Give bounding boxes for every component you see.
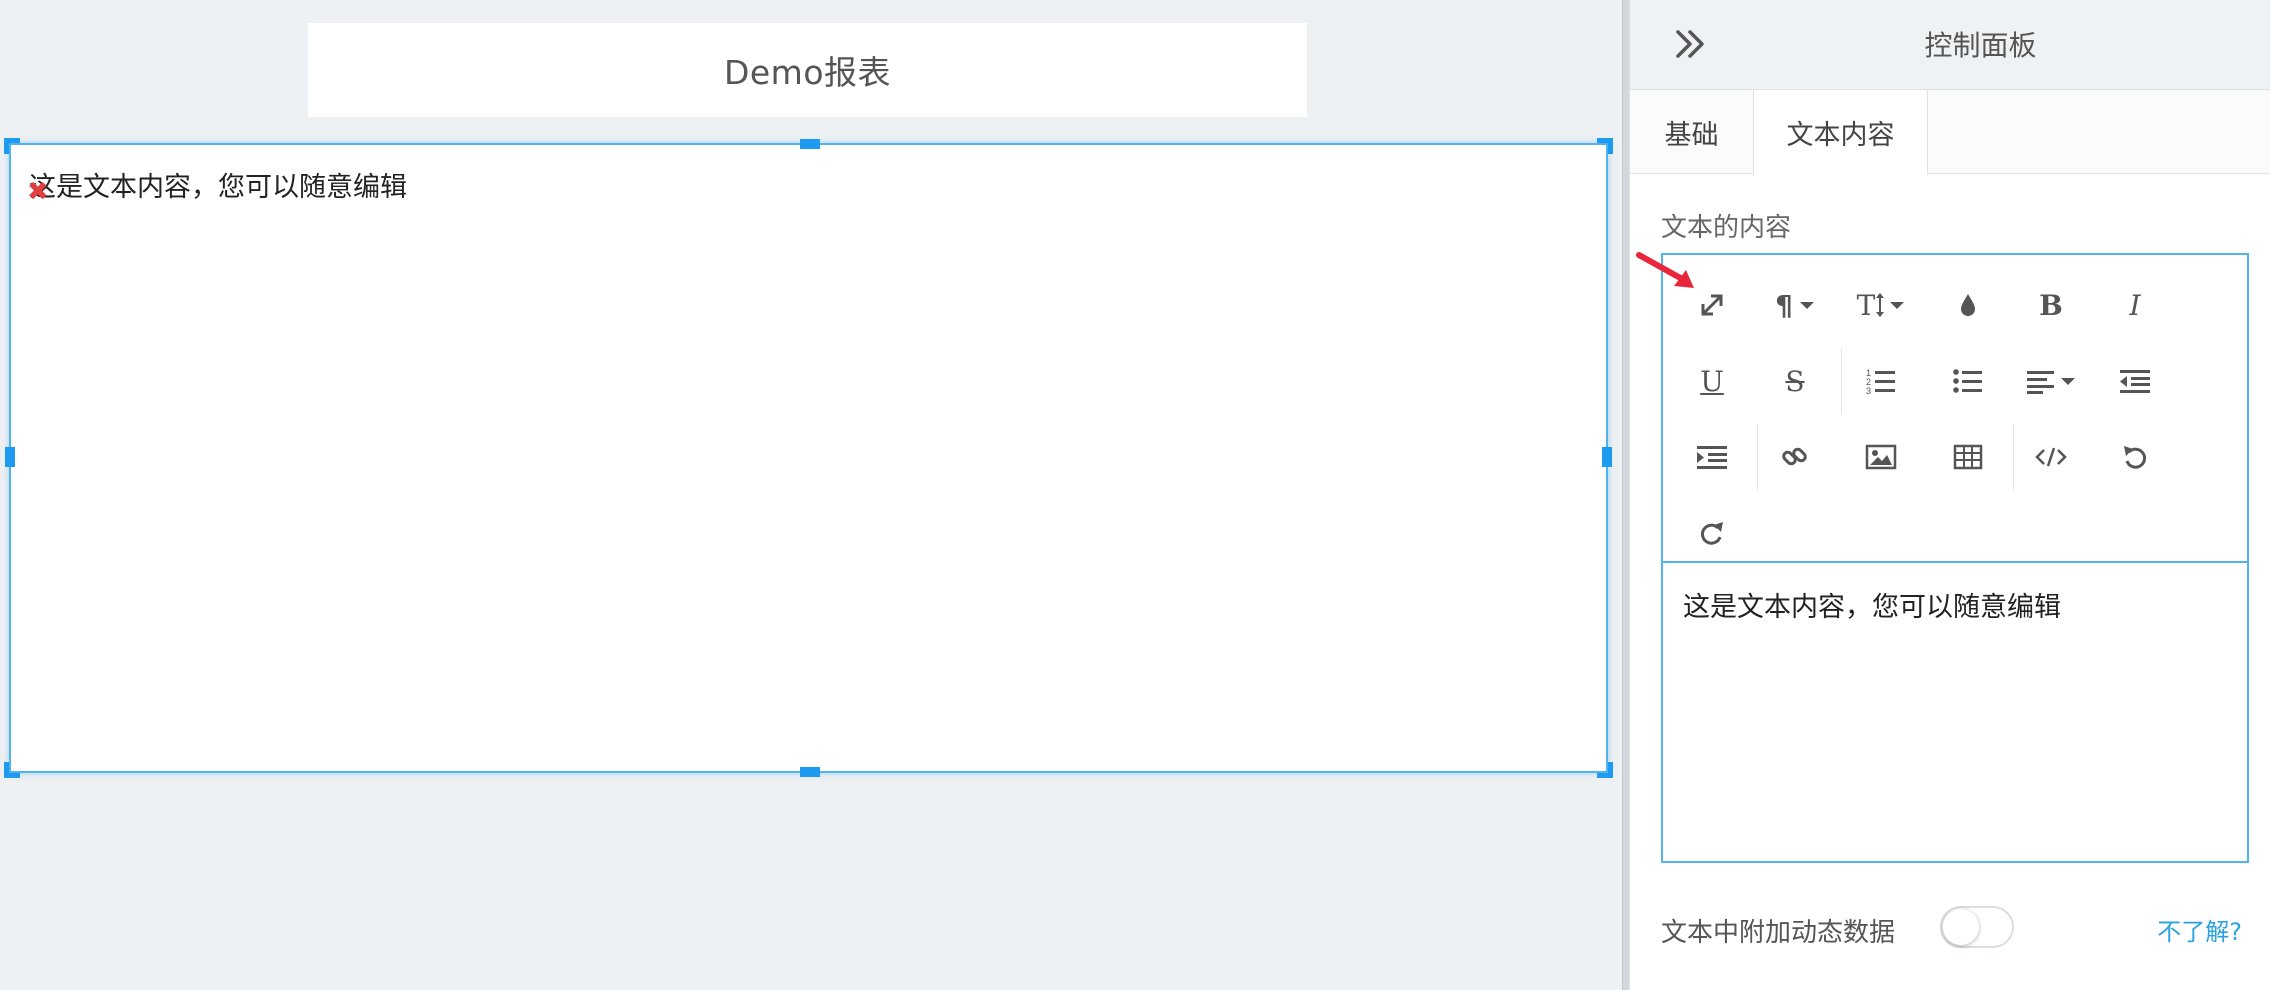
color-icon[interactable] bbox=[1933, 275, 2003, 335]
svg-text:2: 2 bbox=[1866, 377, 1871, 387]
panel-header: 控制面板 bbox=[1630, 0, 2270, 90]
panel-splitter[interactable] bbox=[1622, 0, 1629, 990]
outdent-icon[interactable] bbox=[2100, 351, 2170, 411]
toolbar-separator bbox=[1757, 424, 1758, 490]
double-chevron-right-icon[interactable] bbox=[1672, 24, 1712, 64]
panel-tabs: 基础 文本内容 bbox=[1630, 90, 2270, 175]
tab-text-content[interactable]: 文本内容 bbox=[1753, 90, 1928, 175]
resize-handle-top[interactable] bbox=[800, 139, 820, 149]
resize-handle-right[interactable] bbox=[1602, 447, 1612, 467]
underline-icon[interactable]: U bbox=[1677, 351, 1747, 411]
delete-widget-icon[interactable]: ✖ bbox=[27, 177, 49, 207]
unordered-list-icon[interactable] bbox=[1933, 351, 2003, 411]
text-widget[interactable]: 这是文本内容，您可以随意编辑 ✖ bbox=[4, 138, 1613, 778]
resize-handle-bottom-left[interactable] bbox=[4, 762, 20, 778]
resize-handle-top-left[interactable] bbox=[4, 138, 20, 154]
tab-basic[interactable]: 基础 bbox=[1664, 119, 1719, 151]
resize-handle-bottom-right[interactable] bbox=[1597, 762, 1613, 778]
toggle-knob bbox=[1943, 909, 1979, 945]
italic-glyph: I bbox=[2129, 288, 2141, 322]
resize-handle-left[interactable] bbox=[5, 447, 15, 467]
font-size-glyph: T bbox=[1856, 288, 1876, 322]
toolbar-separator bbox=[2013, 424, 2014, 490]
help-link[interactable]: 不了解? bbox=[2157, 918, 2242, 946]
fullscreen-icon[interactable] bbox=[1677, 275, 1747, 335]
strikethrough-icon[interactable]: S bbox=[1760, 351, 1830, 411]
bold-icon[interactable]: B bbox=[2016, 275, 2086, 335]
toolbar-separator bbox=[1841, 348, 1842, 414]
paragraph-icon[interactable]: ¶ bbox=[1760, 275, 1830, 335]
image-icon[interactable] bbox=[1846, 427, 1916, 487]
editor-content-area[interactable]: 这是文本内容，您可以随意编辑 bbox=[1683, 592, 2061, 623]
table-icon[interactable] bbox=[1933, 427, 2003, 487]
dynamic-data-label: 文本中附加动态数据 bbox=[1661, 918, 1896, 948]
control-panel: 控制面板 基础 文本内容 文本的内容 ¶ T bbox=[1629, 0, 2270, 990]
report-title-text: Demo报表 bbox=[723, 53, 892, 92]
dynamic-data-toggle[interactable] bbox=[1940, 906, 2014, 948]
resize-handle-bottom[interactable] bbox=[800, 767, 820, 777]
svg-text:1: 1 bbox=[1866, 368, 1871, 378]
editor-toolbar: ¶ T B I U S bbox=[1663, 255, 2247, 563]
underline-glyph: U bbox=[1700, 364, 1724, 398]
redo-icon[interactable] bbox=[1677, 503, 1747, 563]
svg-text:3: 3 bbox=[1866, 386, 1871, 395]
link-icon[interactable] bbox=[1760, 427, 1830, 487]
text-widget-content: 这是文本内容，您可以随意编辑 bbox=[29, 172, 407, 203]
font-size-icon[interactable]: T bbox=[1846, 275, 1916, 335]
indent-icon[interactable] bbox=[1677, 427, 1747, 487]
report-title[interactable]: Demo报表 bbox=[308, 23, 1307, 117]
undo-icon[interactable] bbox=[2100, 427, 2170, 487]
code-icon[interactable] bbox=[2016, 427, 2086, 487]
text-content-label: 文本的内容 bbox=[1661, 213, 1792, 243]
report-canvas: Demo报表 这是文本内容，您可以随意编辑 ✖ bbox=[4, 23, 1613, 778]
ordered-list-icon[interactable]: 1 2 3 bbox=[1846, 351, 1916, 411]
resize-handle-top-right[interactable] bbox=[1597, 138, 1613, 154]
rich-text-editor: ¶ T B I U S bbox=[1661, 253, 2249, 863]
bold-glyph: B bbox=[2039, 288, 2063, 322]
panel-title: 控制面板 bbox=[1924, 29, 2037, 62]
align-icon[interactable] bbox=[2016, 351, 2086, 411]
strikethrough-glyph: S bbox=[1785, 364, 1805, 398]
italic-icon[interactable]: I bbox=[2100, 275, 2170, 335]
paragraph-glyph: ¶ bbox=[1775, 288, 1793, 322]
